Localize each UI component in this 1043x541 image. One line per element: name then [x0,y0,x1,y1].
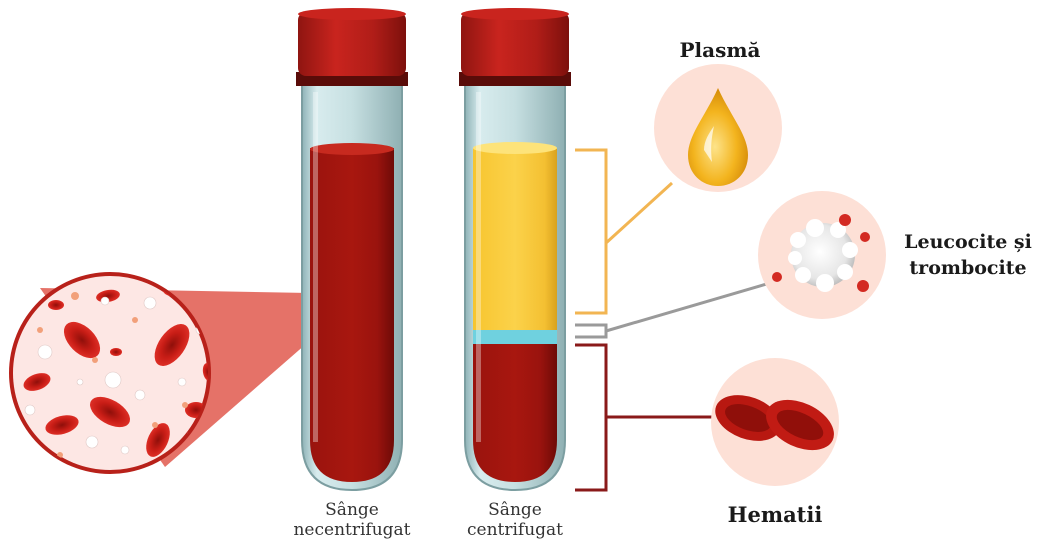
label-plasma: Plasmă [660,38,780,62]
buffy-coat-layer [473,330,557,344]
label-leukocytes-line1: Leucocite și [893,229,1043,255]
label-leukocytes-platelets: Leucocite și trombocite [893,229,1043,281]
tube-uncentrifuged [296,8,408,490]
blood-fill [310,148,394,482]
label-leukocytes-line2: trombocite [893,255,1043,281]
tube-centrifuged [459,8,571,490]
buffy-coat-bracket [575,283,770,337]
label-uncentrifuged: Sânge necentrifugat [272,500,432,540]
plasma-bracket [575,150,672,313]
label-centrifuged: Sânge centrifugat [435,500,595,540]
erythrocyte-bracket [575,345,715,490]
tube-cap [298,12,406,76]
erythrocytes-icon [709,358,842,486]
plasma-layer [473,148,557,330]
label-erythrocytes: Hematii [715,502,835,527]
label-centrifuged-line2: centrifugat [435,520,595,540]
red-cell-layer [473,344,557,482]
label-centrifuged-line1: Sânge [435,500,595,520]
label-uncentrifuged-line2: necentrifugat [272,520,432,540]
plasma-icon [654,64,782,192]
tube-cap [461,12,569,76]
label-uncentrifuged-line1: Sânge [272,500,432,520]
leukocytes-platelets-icon [758,191,886,319]
